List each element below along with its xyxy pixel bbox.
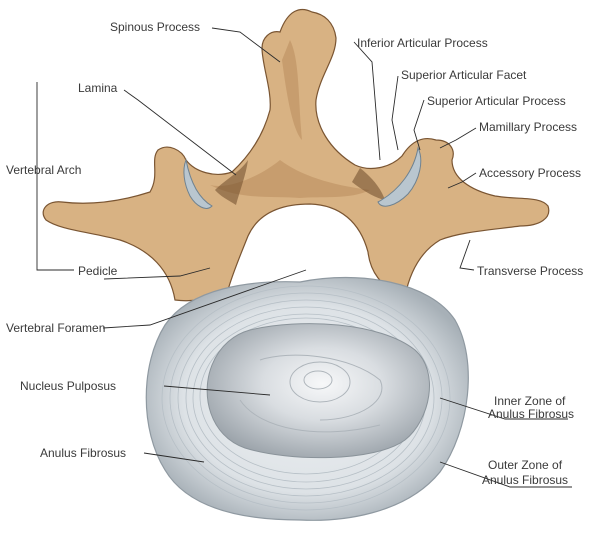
- label-lamina: Lamina: [78, 81, 118, 95]
- spinous-shading: [282, 40, 302, 140]
- label-inner-zone-line2: Anulus Fibrosus: [488, 407, 574, 421]
- right-lamina-shadow: [352, 168, 385, 200]
- left-lamina-shadow: [215, 160, 248, 205]
- label-outer-zone-line2: Anulus Fibrosus: [482, 473, 568, 487]
- label-anulus-fibrosus: Anulus Fibrosus: [40, 446, 126, 460]
- label-accessory-process: Accessory Process: [479, 166, 581, 180]
- label-vertebral-arch: Vertebral Arch: [6, 163, 81, 177]
- label-inferior-articular-process: Inferior Articular Process: [357, 36, 488, 50]
- label-transverse-process: Transverse Process: [477, 264, 583, 278]
- leader-lines: [36, 27, 572, 488]
- vertebral-arch-illustration: [42, 8, 550, 302]
- intervertebral-disc: [145, 277, 469, 521]
- right-articular-facet: [377, 146, 422, 207]
- label-inner-zone-line1: Inner Zone of: [494, 394, 566, 408]
- lamellae-rings: [161, 285, 451, 511]
- arch-bone: [42, 8, 550, 302]
- label-vertebral-foramen: Vertebral Foramen: [6, 321, 105, 335]
- label-pedicle: Pedicle: [78, 264, 118, 278]
- label-mamillary-process: Mamillary Process: [479, 120, 577, 134]
- labels: Spinous Process Inferior Articular Proce…: [6, 20, 583, 487]
- label-superior-articular-process: Superior Articular Process: [427, 94, 566, 108]
- nucleus-pulposus-shape: [206, 323, 430, 459]
- label-nucleus-pulposus: Nucleus Pulposus: [20, 379, 116, 393]
- label-spinous-process: Spinous Process: [110, 20, 200, 34]
- arch-shading: [210, 160, 370, 198]
- left-articular-facet: [183, 158, 213, 209]
- label-outer-zone-line1: Outer Zone of: [488, 458, 563, 472]
- label-superior-articular-facet: Superior Articular Facet: [401, 68, 527, 82]
- nucleus-swirl: [239, 354, 383, 433]
